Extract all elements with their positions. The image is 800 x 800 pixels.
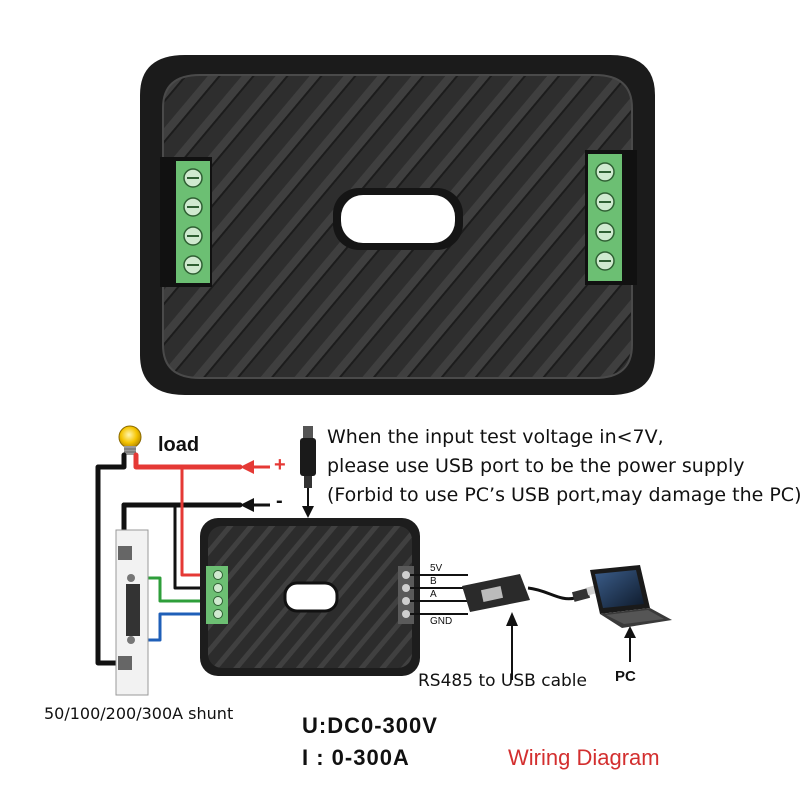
note-line-1: When the input test voltage in<7V, [327, 426, 664, 448]
usb-plug-icon [300, 426, 316, 518]
right-terminal-block [585, 150, 637, 285]
negative-arrow [240, 498, 270, 512]
diagram-title: Wiring Diagram [508, 745, 660, 770]
shunt-label: 50/100/200/300A shunt [44, 704, 234, 723]
negative-sign: - [276, 490, 283, 512]
pc-label: PC [615, 668, 636, 685]
voltage-spec: U:DC0-300V [302, 713, 438, 738]
note-line-3: (Forbid to use PC’s USB port,may damage … [327, 484, 800, 506]
load-return-wire [95, 452, 127, 666]
meter-device-diagram [200, 518, 420, 676]
current-spec: I : 0-300A [302, 745, 410, 770]
load-label: load [158, 434, 200, 456]
cable-label: RS485 to USB cable [418, 671, 587, 691]
lightbulb-icon [118, 425, 142, 455]
left-terminal-block [160, 157, 212, 287]
positive-sign: + [274, 454, 286, 476]
rs485-usb-adapter [462, 574, 576, 612]
positive-arrow [240, 460, 270, 474]
pin-b-label: B [430, 576, 437, 587]
pin-5v-label: 5V [430, 563, 443, 574]
note-line-2: please use USB port to be the power supp… [327, 455, 745, 477]
pin-a-label: A [430, 589, 437, 600]
positive-wire [133, 452, 243, 470]
meter-device-photo [140, 55, 655, 395]
laptop-icon [590, 565, 672, 662]
pin-gnd-label: GND [430, 616, 453, 627]
shunt [115, 529, 149, 696]
